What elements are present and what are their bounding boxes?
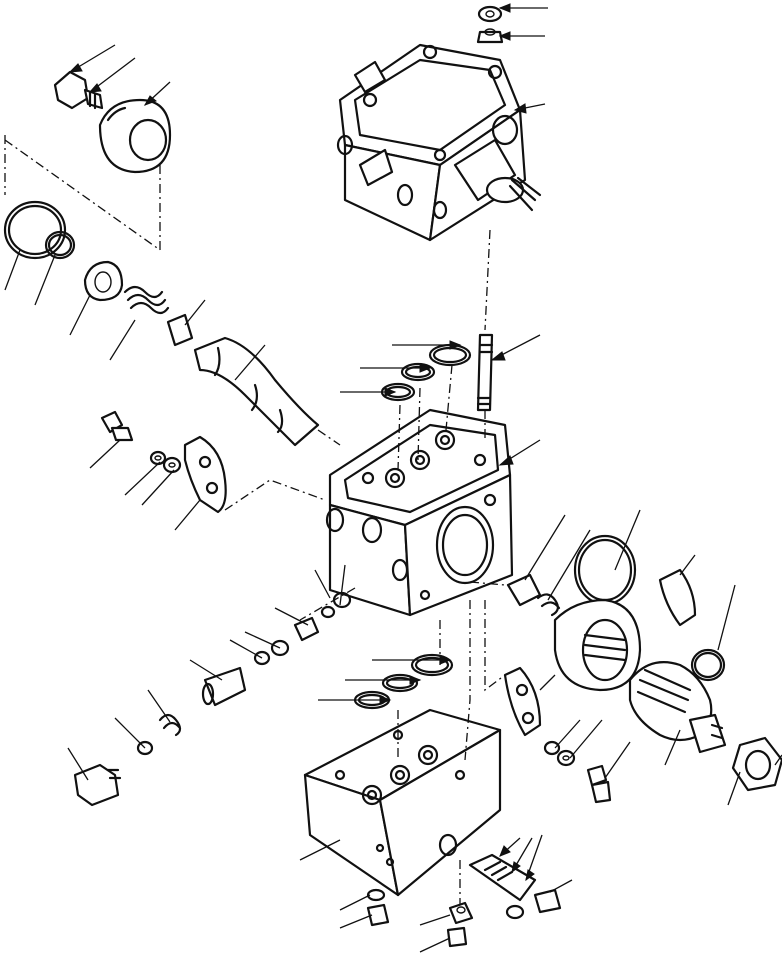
bottom-cartridge xyxy=(468,853,562,920)
callout-arrowheads xyxy=(68,3,535,882)
center-valve-body xyxy=(325,408,514,617)
bottom-manifold-block xyxy=(303,708,502,897)
callout-leaders xyxy=(4,7,782,953)
spool-assembly-left xyxy=(83,260,320,447)
right-lower-bracket xyxy=(503,666,612,804)
top-left-plug-assembly xyxy=(53,70,172,174)
right-solenoid-assembly xyxy=(506,534,782,792)
left-bracket-assembly xyxy=(100,410,227,514)
left-o-rings xyxy=(3,200,76,260)
upper-valve-housing xyxy=(336,43,542,242)
top-nut-pair xyxy=(476,5,504,44)
left-lower-spool-train xyxy=(73,591,352,807)
stud-bolt xyxy=(476,333,494,412)
bottom-small-parts xyxy=(366,888,474,948)
assembly-centerlines xyxy=(224,229,506,905)
